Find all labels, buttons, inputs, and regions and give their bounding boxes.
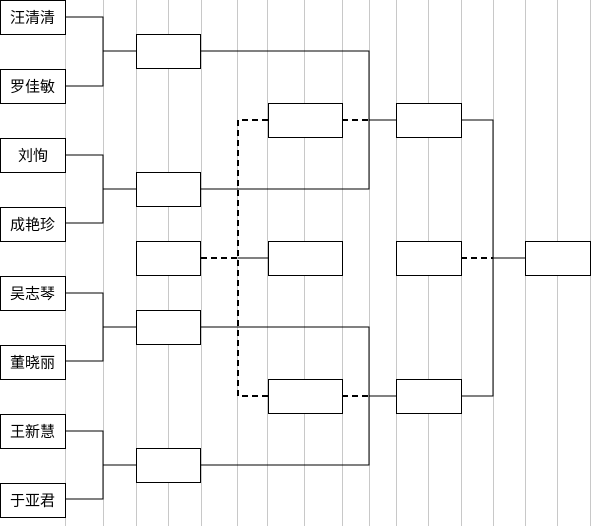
player-entry: 吴志琴 [0,276,66,311]
connector-pair-2 [65,154,104,224]
semifinal-box-middle[interactable] [396,241,462,276]
player-name: 王新慧 [10,423,55,441]
player-name: 吴志琴 [10,285,55,303]
player-entry: 董晓丽 [0,345,66,380]
result-boxes [136,34,591,483]
player-entry: 汪清清 [0,0,66,35]
connector-pair-4 [65,430,104,500]
player-box[interactable] [0,138,66,173]
player-box[interactable] [0,276,66,311]
player-entry: 成艳珍 [0,207,66,242]
player-box[interactable] [0,207,66,242]
round3-box-lower[interactable] [268,379,343,414]
bracket-connectors [65,16,525,500]
connector-pair-3 [65,292,104,362]
player-name: 成艳珍 [10,216,55,234]
round2-box-4[interactable] [136,448,201,483]
player-list: 汪清清 罗佳敏 刘恂 成艳珍 吴志琴 董晓丽 王新慧 于亚君 [0,0,66,518]
round2-box-consolation[interactable] [136,241,201,276]
player-entry: 王新慧 [0,414,66,449]
player-box[interactable] [0,414,66,449]
player-box[interactable] [0,69,66,104]
round2-box-3[interactable] [136,310,201,345]
player-entry: 于亚君 [0,483,66,518]
player-name: 于亚君 [10,492,55,510]
player-entry: 刘恂 [0,138,66,173]
player-box[interactable] [0,345,66,380]
player-entry: 罗佳敏 [0,69,66,104]
connector-dashed-left [237,119,268,397]
player-name: 刘恂 [18,147,48,165]
player-box[interactable] [0,483,66,518]
player-box[interactable] [0,0,66,35]
round2-box-1[interactable] [136,34,201,69]
player-name: 董晓丽 [10,354,55,372]
round3-box-upper[interactable] [268,103,343,138]
connector-pair-1 [65,16,104,87]
semifinal-box-upper[interactable] [396,103,462,138]
player-name: 汪清清 [10,9,55,27]
semifinal-box-lower[interactable] [396,379,462,414]
champion-box[interactable] [525,241,591,276]
round2-box-2[interactable] [136,172,201,207]
player-name: 罗佳敏 [10,78,55,96]
round3-box-middle[interactable] [268,241,343,276]
